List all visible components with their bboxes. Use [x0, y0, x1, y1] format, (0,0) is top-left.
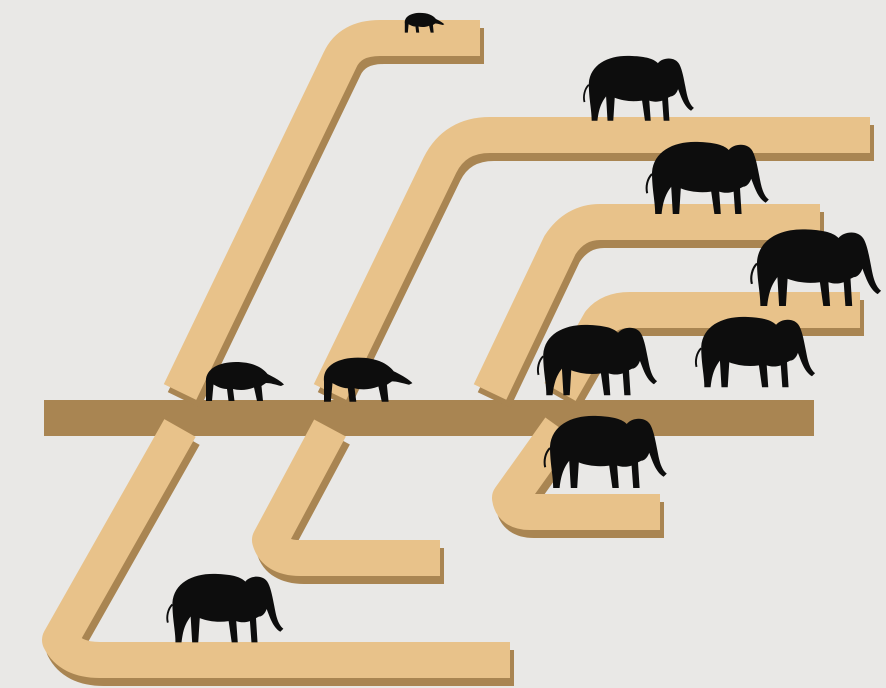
gomphothere-icon	[167, 574, 283, 643]
tusked-proboscidean-icon	[647, 142, 769, 214]
deinotherium-icon	[584, 56, 694, 121]
asian-elephant-icon	[696, 317, 815, 387]
mammoth-icon	[545, 416, 667, 488]
